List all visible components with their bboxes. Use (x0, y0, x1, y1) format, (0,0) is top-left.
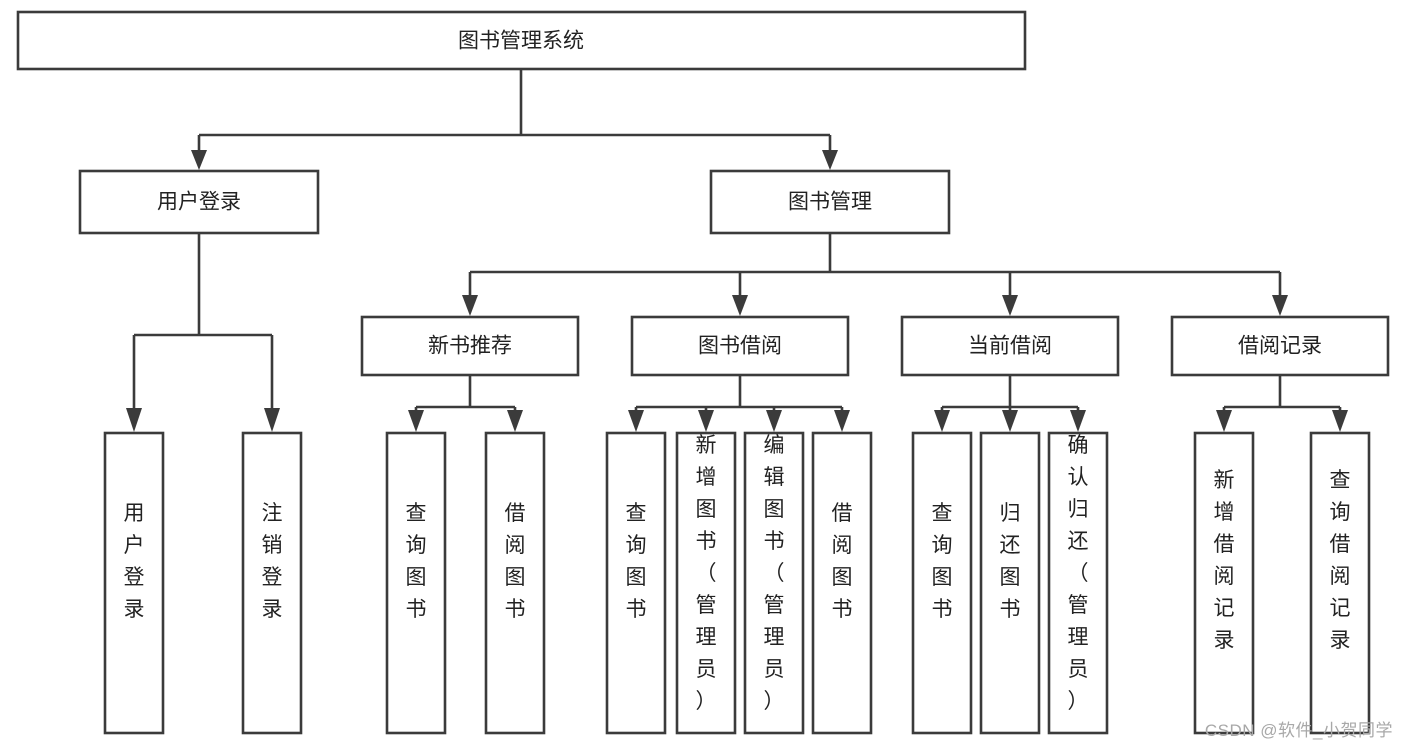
arrow-to-new-book (462, 295, 478, 316)
leaf-new-book-2-box[interactable] (484, 431, 546, 735)
arrow-leaf-current-borrow-1 (934, 410, 950, 432)
leaf-user-login-2[interactable]: 注销登录 (241, 431, 303, 735)
arrow-leaf-book-borrow-3 (766, 410, 782, 432)
node-borrow-record-label: 借阅记录 (1238, 335, 1322, 358)
leaf-current-borrow-1[interactable]: 查询图书 (911, 431, 973, 735)
node-book-management[interactable]: 图书管理 (709, 169, 951, 235)
leaf-new-book-2-label: 借阅图书 (505, 502, 526, 621)
node-new-book-recommend[interactable]: 新书推荐 (360, 315, 580, 377)
leaf-current-borrow-2[interactable]: 归还图书 (979, 431, 1041, 735)
leaf-book-borrow-1[interactable]: 查询图书 (605, 431, 667, 735)
node-current-borrow[interactable]: 当前借阅 (900, 315, 1120, 377)
leaf-book-borrow-4-box[interactable] (811, 431, 873, 735)
leaf-user-login-1[interactable]: 用户登录 (103, 431, 165, 735)
leaf-borrow-record-1-label: 新增借阅记录 (1214, 469, 1235, 652)
leaf-current-borrow-1-label: 查询图书 (932, 502, 953, 621)
node-root[interactable]: 图书管理系统 (16, 10, 1027, 71)
arrow-leaf-book-borrow-2 (698, 410, 714, 432)
leaf-current-borrow-3-box[interactable] (1047, 431, 1109, 735)
connector-layer (126, 69, 1348, 432)
leaf-current-borrow-2-label: 归还图书 (1000, 502, 1021, 621)
leaf-borrow-record-1[interactable]: 新增借阅记录 (1193, 431, 1255, 735)
leaf-book-borrow-2[interactable]: 新增图书（管理员） (675, 431, 737, 735)
node-book-borrow-box[interactable] (630, 315, 850, 377)
arrow-leaf-current-borrow-2 (1002, 410, 1018, 432)
arrow-to-current-borrow (1002, 295, 1018, 316)
leaf-new-book-1[interactable]: 查询图书 (385, 431, 447, 735)
leaf-borrow-record-1-box[interactable] (1193, 431, 1255, 735)
arrow-leaf-book-borrow-4 (834, 410, 850, 432)
arrow-leaf-new-book-1 (408, 410, 424, 432)
arrow-to-book-borrow (732, 295, 748, 316)
leaf-new-book-2[interactable]: 借阅图书 (484, 431, 546, 735)
node-borrow-record[interactable]: 借阅记录 (1170, 315, 1390, 377)
arrow-leaf-new-book-2 (507, 410, 523, 432)
node-book-borrow-label: 图书借阅 (698, 335, 782, 358)
arrow-leaf-borrow-record-1 (1216, 410, 1232, 432)
leaf-book-borrow-3[interactable]: 编辑图书（管理员） (743, 431, 805, 735)
leaf-book-borrow-2-box[interactable] (675, 431, 737, 735)
arrow-to-user-login (191, 150, 207, 170)
leaf-borrow-record-2-box[interactable] (1309, 431, 1371, 735)
leaf-borrow-record-2[interactable]: 查询借阅记录 (1309, 431, 1371, 735)
arrow-leaf-user-login-1 (126, 408, 142, 432)
node-book-borrow[interactable]: 图书借阅 (630, 315, 850, 377)
leaf-current-borrow-2-box[interactable] (979, 431, 1041, 735)
leaf-book-borrow-1-box[interactable] (605, 431, 667, 735)
node-borrow-record-box[interactable] (1170, 315, 1390, 377)
node-root-box[interactable] (16, 10, 1027, 71)
node-root-label: 图书管理系统 (458, 30, 584, 53)
leaf-book-borrow-3-label: 编辑图书（管理员） (764, 434, 785, 713)
leaf-user-login-1-box[interactable] (103, 431, 165, 735)
arrow-to-borrow-record (1272, 295, 1288, 316)
arrow-leaf-user-login-2 (264, 408, 280, 432)
leaf-user-login-2-label: 注销登录 (262, 502, 283, 621)
leaf-book-borrow-1-label: 查询图书 (626, 502, 647, 621)
leaf-book-borrow-3-box[interactable] (743, 431, 805, 735)
node-user-login-label: 用户登录 (157, 191, 241, 214)
node-book-management-label: 图书管理 (788, 191, 872, 214)
leaf-borrow-record-2-label: 查询借阅记录 (1330, 469, 1351, 652)
node-current-borrow-label: 当前借阅 (968, 335, 1052, 358)
leaf-new-book-1-box[interactable] (385, 431, 447, 735)
leaf-current-borrow-3-label: 确认归还（管理员） (1068, 434, 1089, 713)
leaf-current-borrow-1-box[interactable] (911, 431, 973, 735)
node-user-login-box[interactable] (78, 169, 320, 235)
node-new-book-recommend-label: 新书推荐 (428, 335, 512, 358)
node-current-borrow-box[interactable] (900, 315, 1120, 377)
arrow-leaf-book-borrow-1 (628, 410, 644, 432)
arrow-leaf-current-borrow-3 (1070, 410, 1086, 432)
leaf-book-borrow-4[interactable]: 借阅图书 (811, 431, 873, 735)
leaf-current-borrow-3[interactable]: 确认归还（管理员） (1047, 431, 1109, 735)
leaf-new-book-1-label: 查询图书 (406, 502, 427, 621)
node-user-login[interactable]: 用户登录 (78, 169, 320, 235)
node-book-management-box[interactable] (709, 169, 951, 235)
leaf-user-login-2-box[interactable] (241, 431, 303, 735)
arrow-to-book-mgmt (822, 150, 838, 170)
leaf-book-borrow-2-label: 新增图书（管理员） (696, 434, 717, 713)
arrow-leaf-borrow-record-2 (1332, 410, 1348, 432)
csdn-watermark: CSDN @软件_小贺同学 (1204, 721, 1393, 740)
leaf-user-login-1-label: 用户登录 (124, 502, 145, 621)
leaf-book-borrow-4-label: 借阅图书 (832, 502, 853, 621)
node-new-book-recommend-box[interactable] (360, 315, 580, 377)
